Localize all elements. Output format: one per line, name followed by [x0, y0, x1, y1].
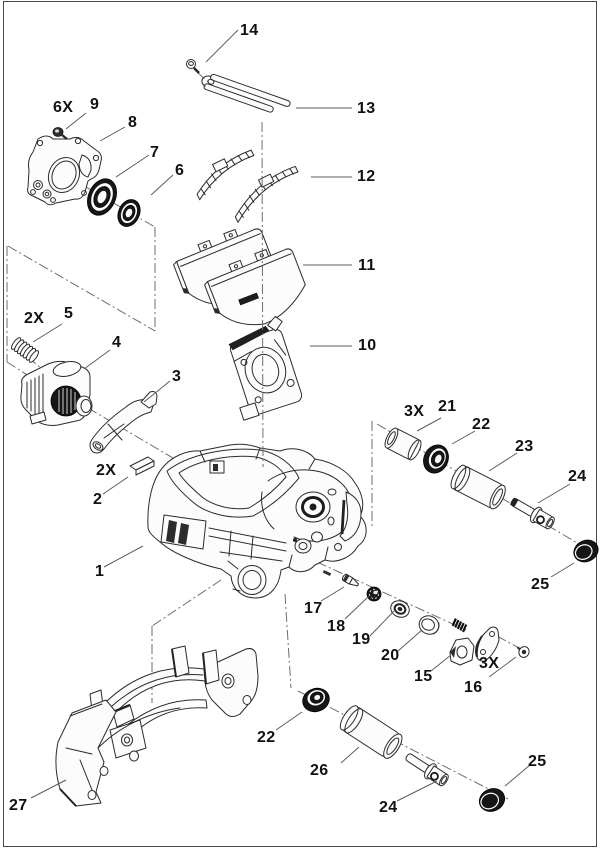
part-27-carrier-drawing [55, 645, 259, 807]
part-18-pinion-drawing [366, 586, 382, 602]
callout-23: 23 [515, 438, 534, 455]
part-13-pad-retainer-bar-drawing [201, 73, 291, 113]
part-20-cap-drawing [418, 615, 440, 635]
callout-17: 17 [304, 600, 323, 617]
page-border [3, 1, 597, 847]
part-6-seal-ring-drawing [117, 199, 141, 227]
callout-10: 10 [358, 337, 377, 354]
callout-21: 21 [438, 398, 457, 415]
part-12-pad-springs-drawing [196, 149, 299, 223]
callout-2: 2 [93, 491, 103, 508]
callout-18: 18 [327, 618, 346, 635]
part-11-brake-pads-drawing [173, 228, 306, 326]
callout-3: 3 [172, 368, 182, 385]
callout-9: 9 [90, 96, 100, 113]
part-3-lever-drawing [89, 391, 158, 454]
callout-25-lower: 25 [528, 753, 547, 770]
part-9-screw-drawing [52, 127, 68, 140]
part-7-seal-ring-drawing [87, 178, 117, 216]
callout-6: 6 [175, 162, 185, 179]
qty-3x-for-part-16: 3X [479, 655, 500, 672]
callout-22-upper: 22 [472, 416, 491, 433]
callout-16: 16 [464, 679, 483, 696]
qty-6x-for-part-9: 6X [53, 99, 74, 116]
callout-13: 13 [357, 100, 376, 117]
part-5-spring-drawing [10, 337, 40, 363]
part-25-cap-lower-drawing [478, 788, 506, 812]
part-23-sleeve-drawing [450, 464, 506, 510]
callout-22-lower: 22 [257, 729, 276, 746]
callout-26: 26 [310, 762, 329, 779]
callout-14: 14 [240, 22, 259, 39]
callout-25-upper: 25 [531, 576, 550, 593]
part-10-thrust-plate-drawing [228, 315, 303, 421]
callout-1: 1 [95, 563, 105, 580]
part-26-boot-sleeve-drawing [339, 705, 403, 759]
part-4-adjuster-drawing [20, 360, 93, 426]
part-22-seal-ring-upper-drawing [423, 444, 449, 474]
callout-24-upper: 24 [568, 468, 587, 485]
part-2-key-drawing [129, 456, 155, 476]
part-24-guide-pin-lower-drawing [405, 753, 449, 787]
part-21-bushing-drawing [384, 427, 422, 461]
part-15-sensor-lever-drawing [449, 626, 500, 666]
callout-4: 4 [112, 334, 122, 351]
part-15-spring-drawing [451, 618, 468, 633]
callout-19: 19 [352, 631, 371, 648]
callout-12: 12 [357, 168, 376, 185]
part-1-caliper-drawing [147, 443, 367, 599]
qty-2x-for-part-2: 2X [96, 462, 117, 479]
callout-20: 20 [381, 647, 400, 664]
part-16-screw-drawing [516, 646, 530, 658]
callout-8: 8 [128, 114, 138, 131]
callout-11: 11 [358, 257, 376, 274]
part-22-seal-ring-lower-drawing [302, 687, 330, 713]
part-19-washer-drawing [390, 600, 410, 618]
part-24-guide-pin-upper-drawing [510, 497, 555, 530]
callout-5: 5 [64, 305, 74, 322]
part-14-screw-drawing [186, 59, 200, 74]
qty-2x-for-part-5: 2X [24, 310, 45, 327]
qty-3x-for-part-21: 3X [404, 403, 425, 420]
pad-axis-centerline [261, 121, 264, 468]
callout-7: 7 [150, 144, 160, 161]
callout-15: 15 [414, 668, 433, 685]
callout-27: 27 [9, 797, 28, 814]
part-17-pin-drawing [341, 573, 359, 587]
small-pin-drawing [322, 569, 332, 577]
part-25-cap-upper-drawing [573, 539, 599, 563]
part-8-cover-plate-drawing [27, 135, 102, 206]
leader-lines [30, 29, 575, 802]
callout-24-lower: 24 [379, 799, 398, 816]
